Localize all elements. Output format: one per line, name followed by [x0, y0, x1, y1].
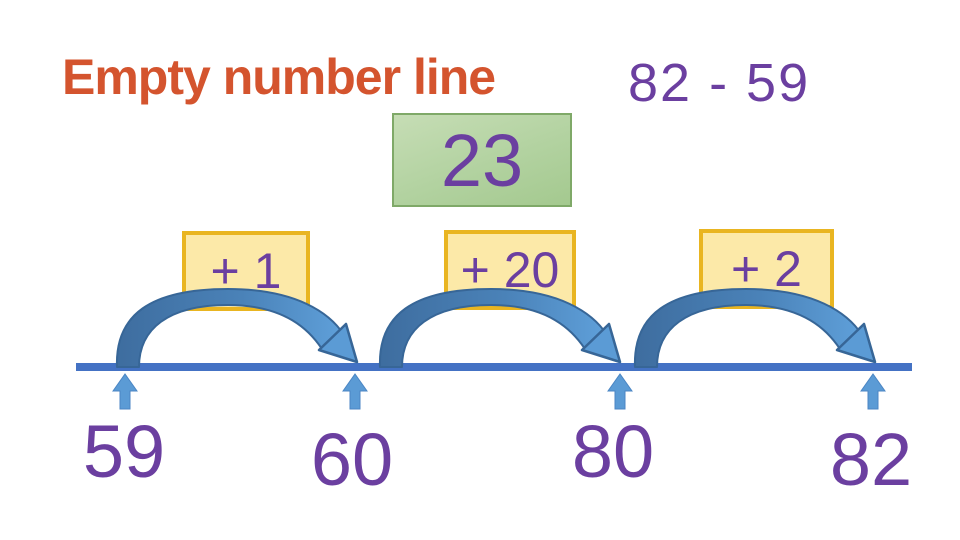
tick-up-arrow-icon-60 — [342, 373, 368, 410]
jump-arc-icon-3 — [633, 287, 877, 369]
number-line-point-60: 60 — [310, 418, 394, 501]
subtraction-problem: 82 - 59 — [628, 53, 811, 113]
number-line-point-80: 80 — [571, 410, 655, 493]
jump-label-2: + 20 — [460, 242, 560, 298]
jump-arc-icon-2 — [378, 287, 622, 369]
number-line-point-82: 82 — [829, 418, 913, 501]
jump-label-3: + 2 — [731, 241, 802, 297]
tick-up-arrow-icon-59 — [112, 373, 138, 410]
answer-box: 23 — [392, 113, 572, 207]
tick-up-arrow-icon-80 — [607, 373, 633, 410]
slide-title: Empty number line — [62, 49, 496, 105]
jump-arc-icon-1 — [115, 287, 359, 369]
answer-value: 23 — [440, 118, 524, 202]
number-line — [76, 363, 912, 371]
tick-up-arrow-icon-82 — [860, 373, 886, 410]
number-line-point-59: 59 — [82, 410, 166, 493]
